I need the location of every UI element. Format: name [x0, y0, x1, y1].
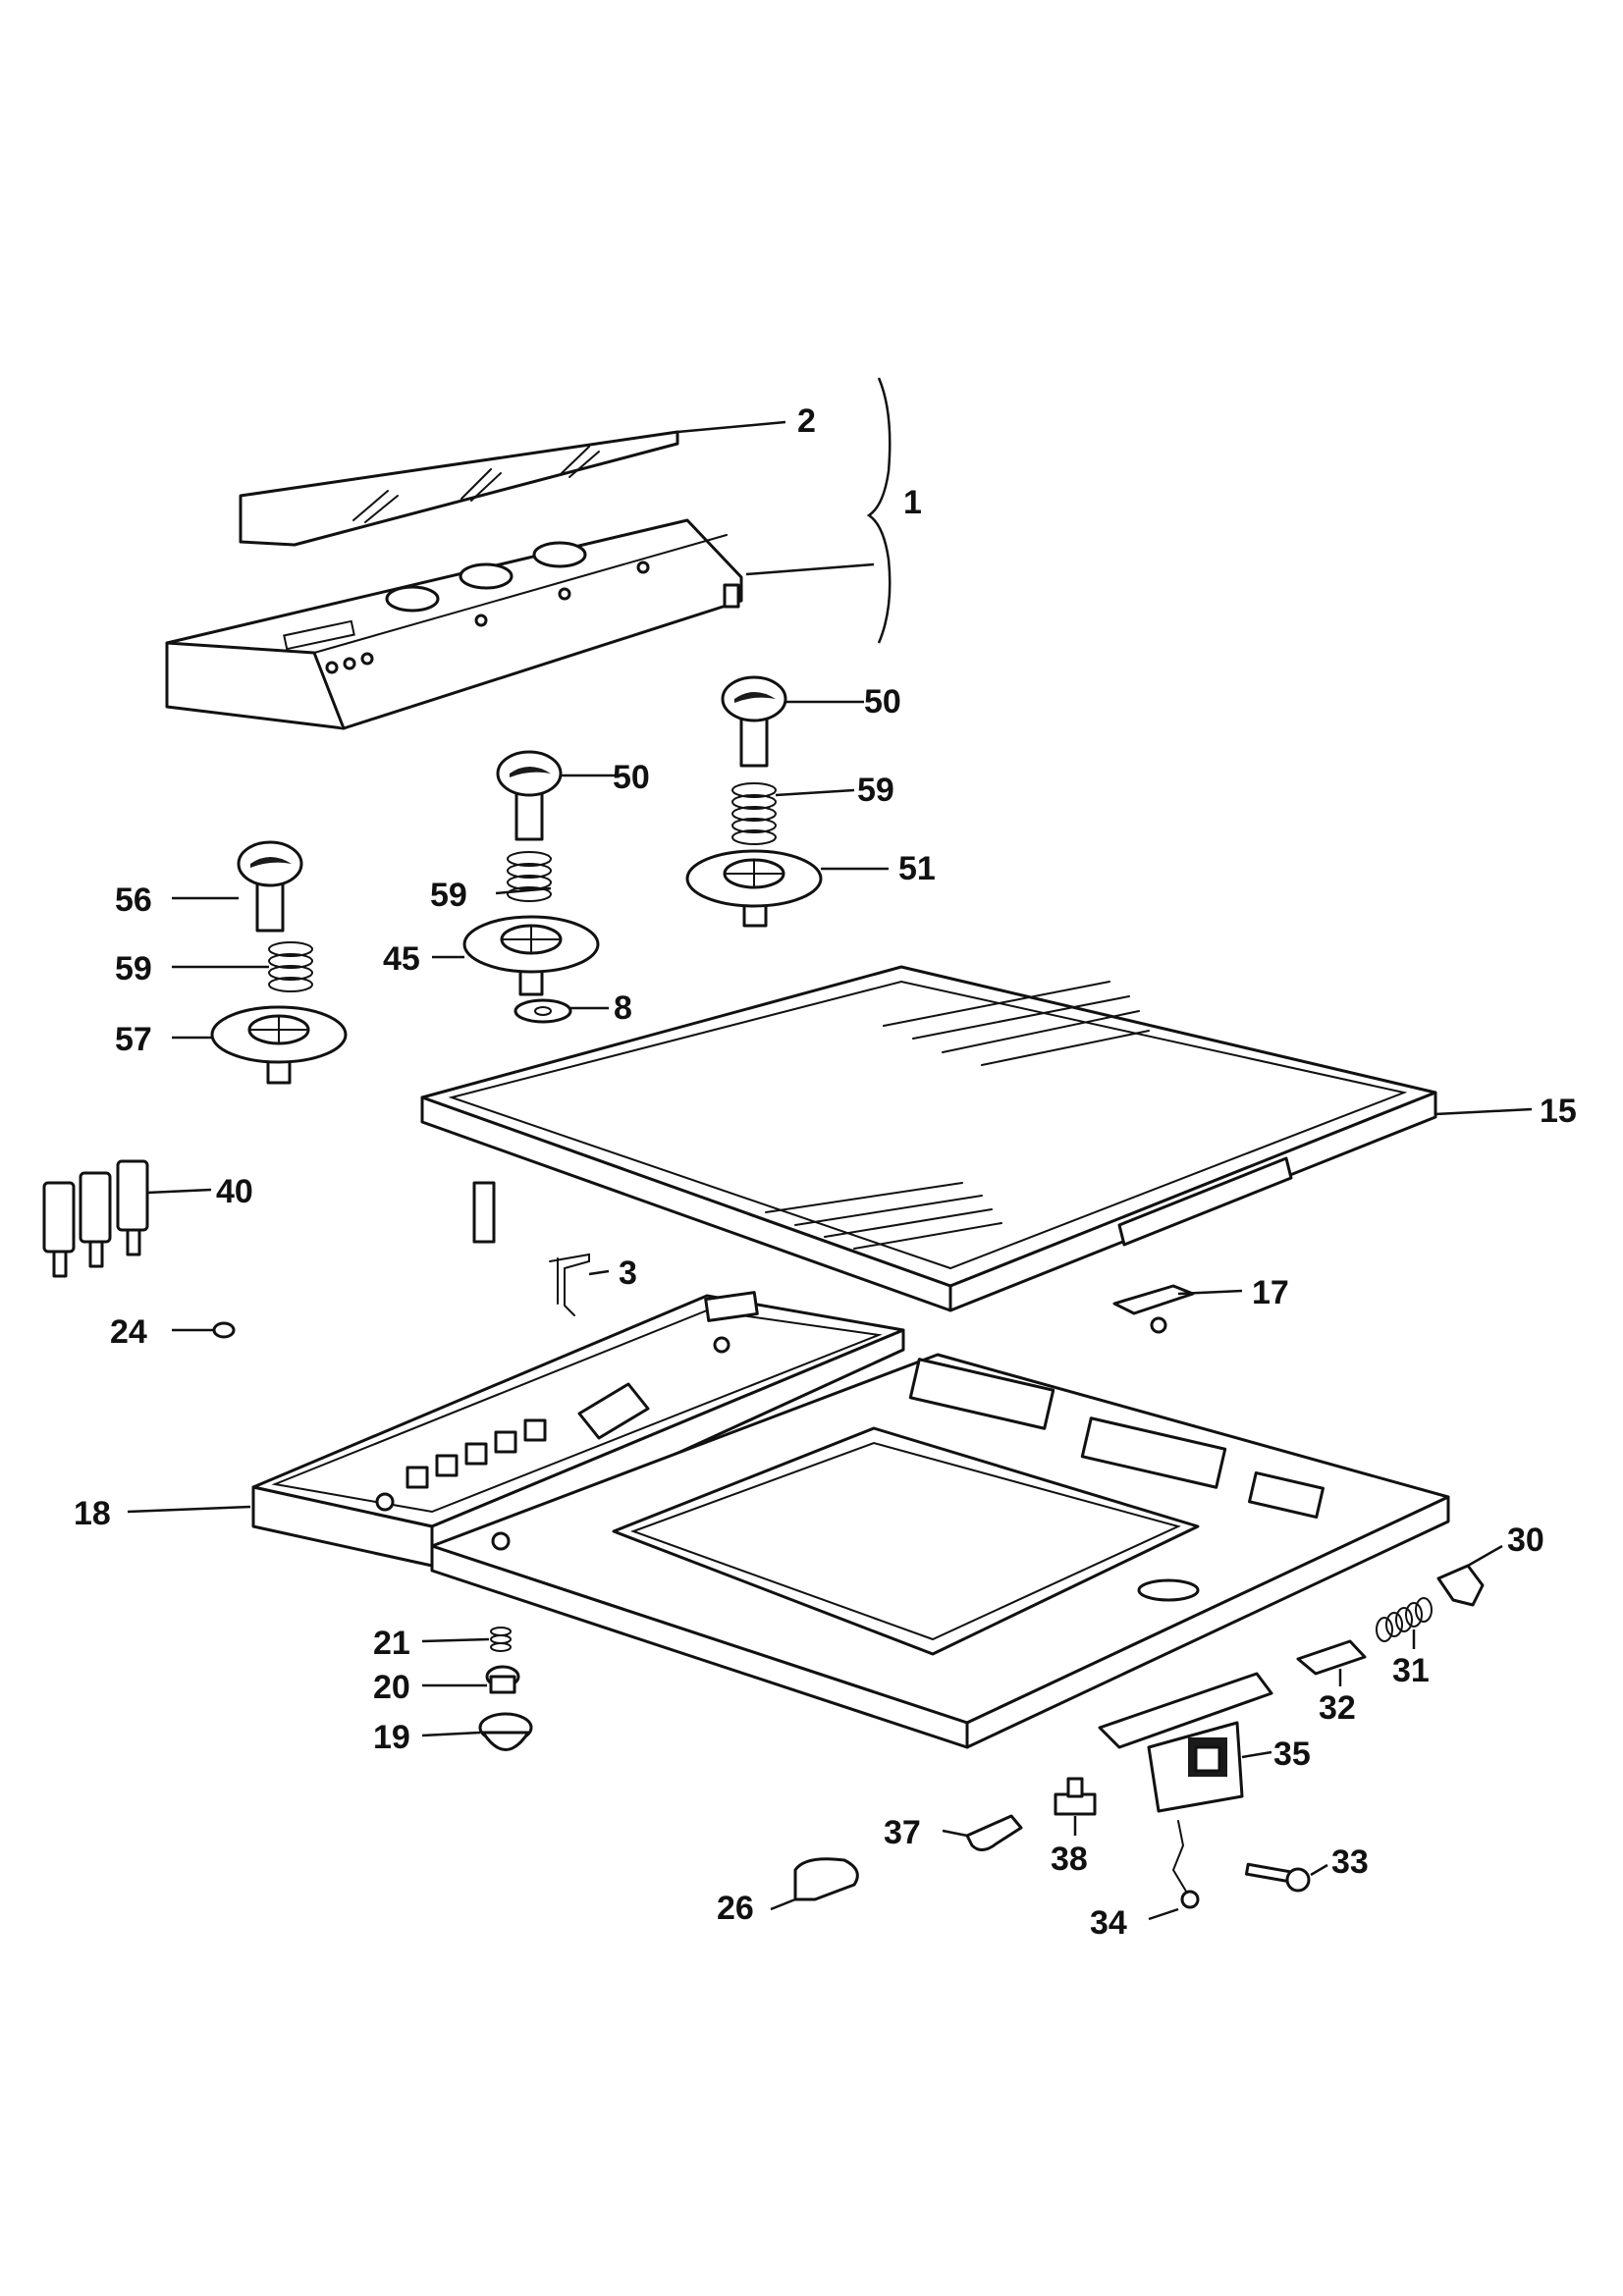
part-56-knob-left — [237, 840, 303, 933]
callout-45: 45 — [383, 940, 420, 978]
part-50-knob-middle — [496, 750, 563, 841]
part-45-knob-base-middle — [462, 915, 600, 996]
callout-3: 3 — [619, 1255, 637, 1292]
callout-40: 40 — [216, 1173, 253, 1210]
part-19-foot — [478, 1712, 533, 1751]
callout-59-middle: 59 — [430, 877, 467, 914]
part-24-clip — [212, 1321, 236, 1339]
part-59-spring-left — [268, 941, 313, 992]
part-32-pin — [1296, 1639, 1367, 1676]
part-34-linkage — [1171, 1820, 1200, 1909]
part-35-lock-assembly — [1098, 1672, 1273, 1813]
leader-lines — [127, 420, 1533, 1921]
part-1-control-panel-housing — [165, 518, 743, 730]
callout-59-left: 59 — [115, 950, 152, 988]
part-50-knob-right — [721, 675, 787, 768]
callout-19: 19 — [373, 1719, 410, 1756]
callout-15: 15 — [1540, 1093, 1577, 1130]
callout-24: 24 — [110, 1313, 147, 1351]
callout-18: 18 — [74, 1495, 111, 1532]
assembly-brace — [866, 377, 892, 644]
callout-59-right: 59 — [857, 772, 894, 809]
part-59-spring-right — [731, 782, 777, 845]
part-37-lever — [965, 1814, 1023, 1851]
callout-30: 30 — [1507, 1522, 1544, 1559]
part-3-latch-wire — [549, 1253, 590, 1316]
callout-33: 33 — [1331, 1843, 1369, 1881]
part-8-washer — [514, 998, 572, 1024]
part-21-spring — [490, 1627, 512, 1652]
callout-21: 21 — [373, 1625, 410, 1662]
part-59-spring-middle — [507, 851, 552, 902]
callout-labels: 1 2 50 59 51 50 59 45 8 56 59 57 40 15 3… — [74, 402, 1577, 1942]
callout-50-right: 50 — [864, 683, 901, 721]
part-30-latch-hook — [1436, 1564, 1485, 1607]
callout-56: 56 — [115, 881, 152, 919]
callout-35: 35 — [1273, 1735, 1311, 1773]
part-2-glass-panel — [239, 430, 679, 547]
part-38-catch — [1054, 1777, 1097, 1816]
part-26-hook — [793, 1857, 859, 1901]
callout-2: 2 — [797, 402, 816, 440]
part-20-cap — [485, 1665, 520, 1694]
callout-1: 1 — [903, 484, 922, 521]
callout-8: 8 — [614, 989, 632, 1027]
callout-34: 34 — [1090, 1904, 1127, 1942]
callout-50-middle: 50 — [613, 759, 650, 796]
part-33-screw — [1244, 1862, 1311, 1893]
part-57-knob-base-left — [210, 1005, 348, 1085]
callout-32: 32 — [1319, 1689, 1356, 1727]
callout-17: 17 — [1252, 1274, 1289, 1311]
callout-26: 26 — [717, 1890, 754, 1927]
callout-20: 20 — [373, 1669, 410, 1706]
part-40-switch-buttons — [42, 1159, 149, 1278]
part-51-knob-base-right — [685, 849, 823, 928]
callout-51: 51 — [898, 850, 936, 887]
main-top-frame — [430, 1353, 1450, 1749]
part-31-spring — [1376, 1597, 1433, 1642]
part-17-bracket — [1112, 1284, 1195, 1334]
callout-38: 38 — [1051, 1841, 1088, 1878]
callout-31: 31 — [1392, 1652, 1430, 1689]
part-15-top-lid — [420, 965, 1437, 1312]
callout-37: 37 — [884, 1814, 921, 1851]
callout-57: 57 — [115, 1021, 152, 1058]
